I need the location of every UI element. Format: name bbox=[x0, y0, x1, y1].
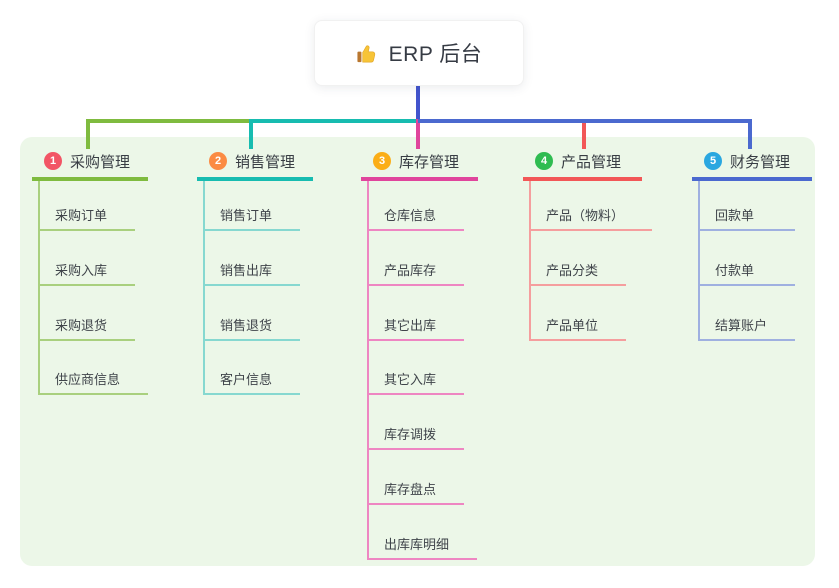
child-node-其它出库[interactable]: 其它出库 bbox=[367, 317, 465, 341]
child-node-采购订单[interactable]: 采购订单 bbox=[38, 207, 136, 231]
child-connector-line bbox=[698, 181, 700, 341]
child-node-销售订单[interactable]: 销售订单 bbox=[203, 207, 301, 231]
branch-number-badge: 5 bbox=[704, 152, 722, 170]
child-node-库存盘点[interactable]: 库存盘点 bbox=[367, 481, 465, 505]
branch-label: 库存管理 bbox=[399, 153, 460, 171]
child-connector-line bbox=[38, 181, 40, 395]
child-connector-line bbox=[367, 181, 369, 560]
child-node-出库库明细[interactable]: 出库库明细 bbox=[367, 536, 478, 560]
branch-label: 财务管理 bbox=[730, 153, 791, 171]
branch-header-产品管理[interactable]: 4 产品管理 bbox=[523, 148, 642, 181]
branch-number-badge: 1 bbox=[44, 152, 62, 170]
branch-header-库存管理[interactable]: 3 库存管理 bbox=[361, 148, 478, 181]
child-node-仓库信息[interactable]: 仓库信息 bbox=[367, 207, 465, 231]
branch-header-采购管理[interactable]: 1 采购管理 bbox=[32, 148, 148, 181]
child-node-销售出库[interactable]: 销售出库 bbox=[203, 262, 301, 286]
branch-header-销售管理[interactable]: 2 销售管理 bbox=[197, 148, 313, 181]
child-node-销售退货[interactable]: 销售退货 bbox=[203, 317, 301, 341]
thumbs-up-icon bbox=[356, 42, 379, 65]
child-node-结算账户[interactable]: 结算账户 bbox=[698, 317, 796, 341]
branch-label: 产品管理 bbox=[561, 153, 622, 171]
child-node-采购入库[interactable]: 采购入库 bbox=[38, 262, 136, 286]
branch-header-财务管理[interactable]: 5 财务管理 bbox=[692, 148, 812, 181]
child-node-客户信息[interactable]: 客户信息 bbox=[203, 371, 301, 395]
child-connector-line bbox=[529, 181, 531, 341]
root-node-erp[interactable]: ERP 后台 bbox=[314, 20, 524, 86]
branch-label: 采购管理 bbox=[70, 153, 131, 171]
child-node-产品（物料）[interactable]: 产品（物料） bbox=[529, 207, 653, 231]
branch-number-badge: 4 bbox=[535, 152, 553, 170]
child-node-库存调拨[interactable]: 库存调拨 bbox=[367, 426, 465, 450]
child-node-回款单[interactable]: 回款单 bbox=[698, 207, 795, 231]
child-node-付款单[interactable]: 付款单 bbox=[698, 262, 795, 286]
child-node-产品分类[interactable]: 产品分类 bbox=[529, 262, 627, 286]
child-node-供应商信息[interactable]: 供应商信息 bbox=[38, 371, 149, 395]
child-node-产品单位[interactable]: 产品单位 bbox=[529, 317, 627, 341]
branch-number-badge: 2 bbox=[209, 152, 227, 170]
child-node-产品库存[interactable]: 产品库存 bbox=[367, 262, 465, 286]
child-connector-line bbox=[203, 181, 205, 395]
child-node-采购退货[interactable]: 采购退货 bbox=[38, 317, 136, 341]
branches-panel bbox=[20, 137, 815, 566]
child-node-其它入库[interactable]: 其它入库 bbox=[367, 371, 465, 395]
root-title: ERP 后台 bbox=[388, 43, 483, 66]
branch-label: 销售管理 bbox=[235, 153, 296, 171]
branch-number-badge: 3 bbox=[373, 152, 391, 170]
